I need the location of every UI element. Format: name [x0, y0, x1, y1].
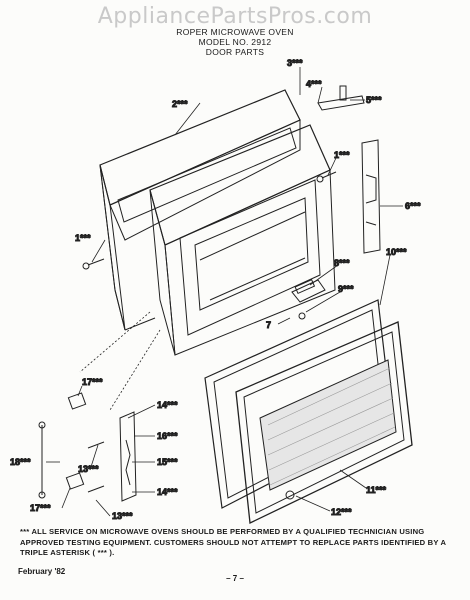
callout-13: 13*** — [112, 511, 133, 521]
leader-lines — [46, 67, 403, 517]
callout-18: 18*** — [10, 457, 31, 467]
part-door-frame — [99, 89, 301, 331]
part-screws — [82, 171, 337, 320]
callout-14-upper: 14*** — [157, 400, 178, 410]
callout-14-lower: 14*** — [157, 487, 178, 497]
callout-6: 6*** — [405, 201, 421, 211]
callout-2: 2*** — [172, 99, 188, 109]
callout-15: 15*** — [157, 457, 178, 467]
callout-8: 8*** — [334, 258, 350, 268]
page-number: – 7 – — [226, 574, 244, 583]
callout-1-left: 1*** — [75, 233, 91, 243]
watermark: AppliancePartsPros.com — [97, 4, 373, 29]
callout-17-lower: 17*** — [30, 503, 51, 513]
part-outer-door — [235, 321, 413, 524]
callout-3: 3*** — [287, 58, 303, 68]
part-bracket-8 — [291, 279, 326, 303]
part-latch-assembly — [38, 392, 137, 502]
callout-13-left: 13*** — [78, 464, 99, 474]
callout-12: 12*** — [331, 507, 352, 517]
callout-17-upper: 17*** — [82, 377, 103, 387]
callout-11: 11*** — [366, 485, 387, 495]
callout-5: 5*** — [366, 95, 382, 105]
callout-9: 9*** — [338, 284, 354, 294]
callout-16: 16*** — [157, 431, 178, 441]
part-side-strip — [361, 139, 381, 254]
callout-10: 10*** — [386, 247, 407, 257]
part-latch-bracket — [317, 85, 365, 111]
part-choke-frame — [149, 124, 336, 356]
header-section: DOOR PARTS — [205, 47, 265, 57]
callout-4: 4*** — [306, 79, 322, 89]
header-model: MODEL NO. 2912 — [198, 37, 272, 47]
publication-date: February '82 — [18, 567, 66, 576]
callout-1-upper: 1*** — [334, 150, 350, 160]
callout-7: 7 — [266, 320, 271, 330]
header-title: ROPER MICROWAVE OVEN — [176, 27, 294, 37]
service-warning-note: *** ALL SERVICE ON MICROWAVE OVENS SHOUL… — [20, 527, 446, 557]
